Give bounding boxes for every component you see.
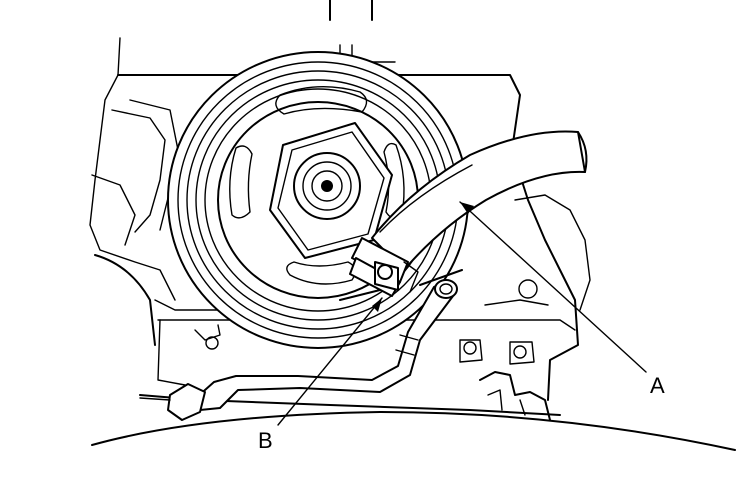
arrowhead-b — [372, 298, 382, 312]
callout-a: A — [650, 373, 665, 398]
breather-pipe — [139, 279, 458, 421]
leader-lines — [277, 201, 647, 426]
hose-clamp — [339, 237, 463, 301]
pulley-bolt — [269, 122, 393, 259]
hose — [371, 130, 588, 271]
arrowhead-a — [460, 202, 474, 214]
callout-b: B — [258, 428, 273, 453]
leader-line-a — [459, 201, 647, 373]
leader-line-b — [277, 297, 383, 426]
engine-block — [89, 0, 736, 451]
